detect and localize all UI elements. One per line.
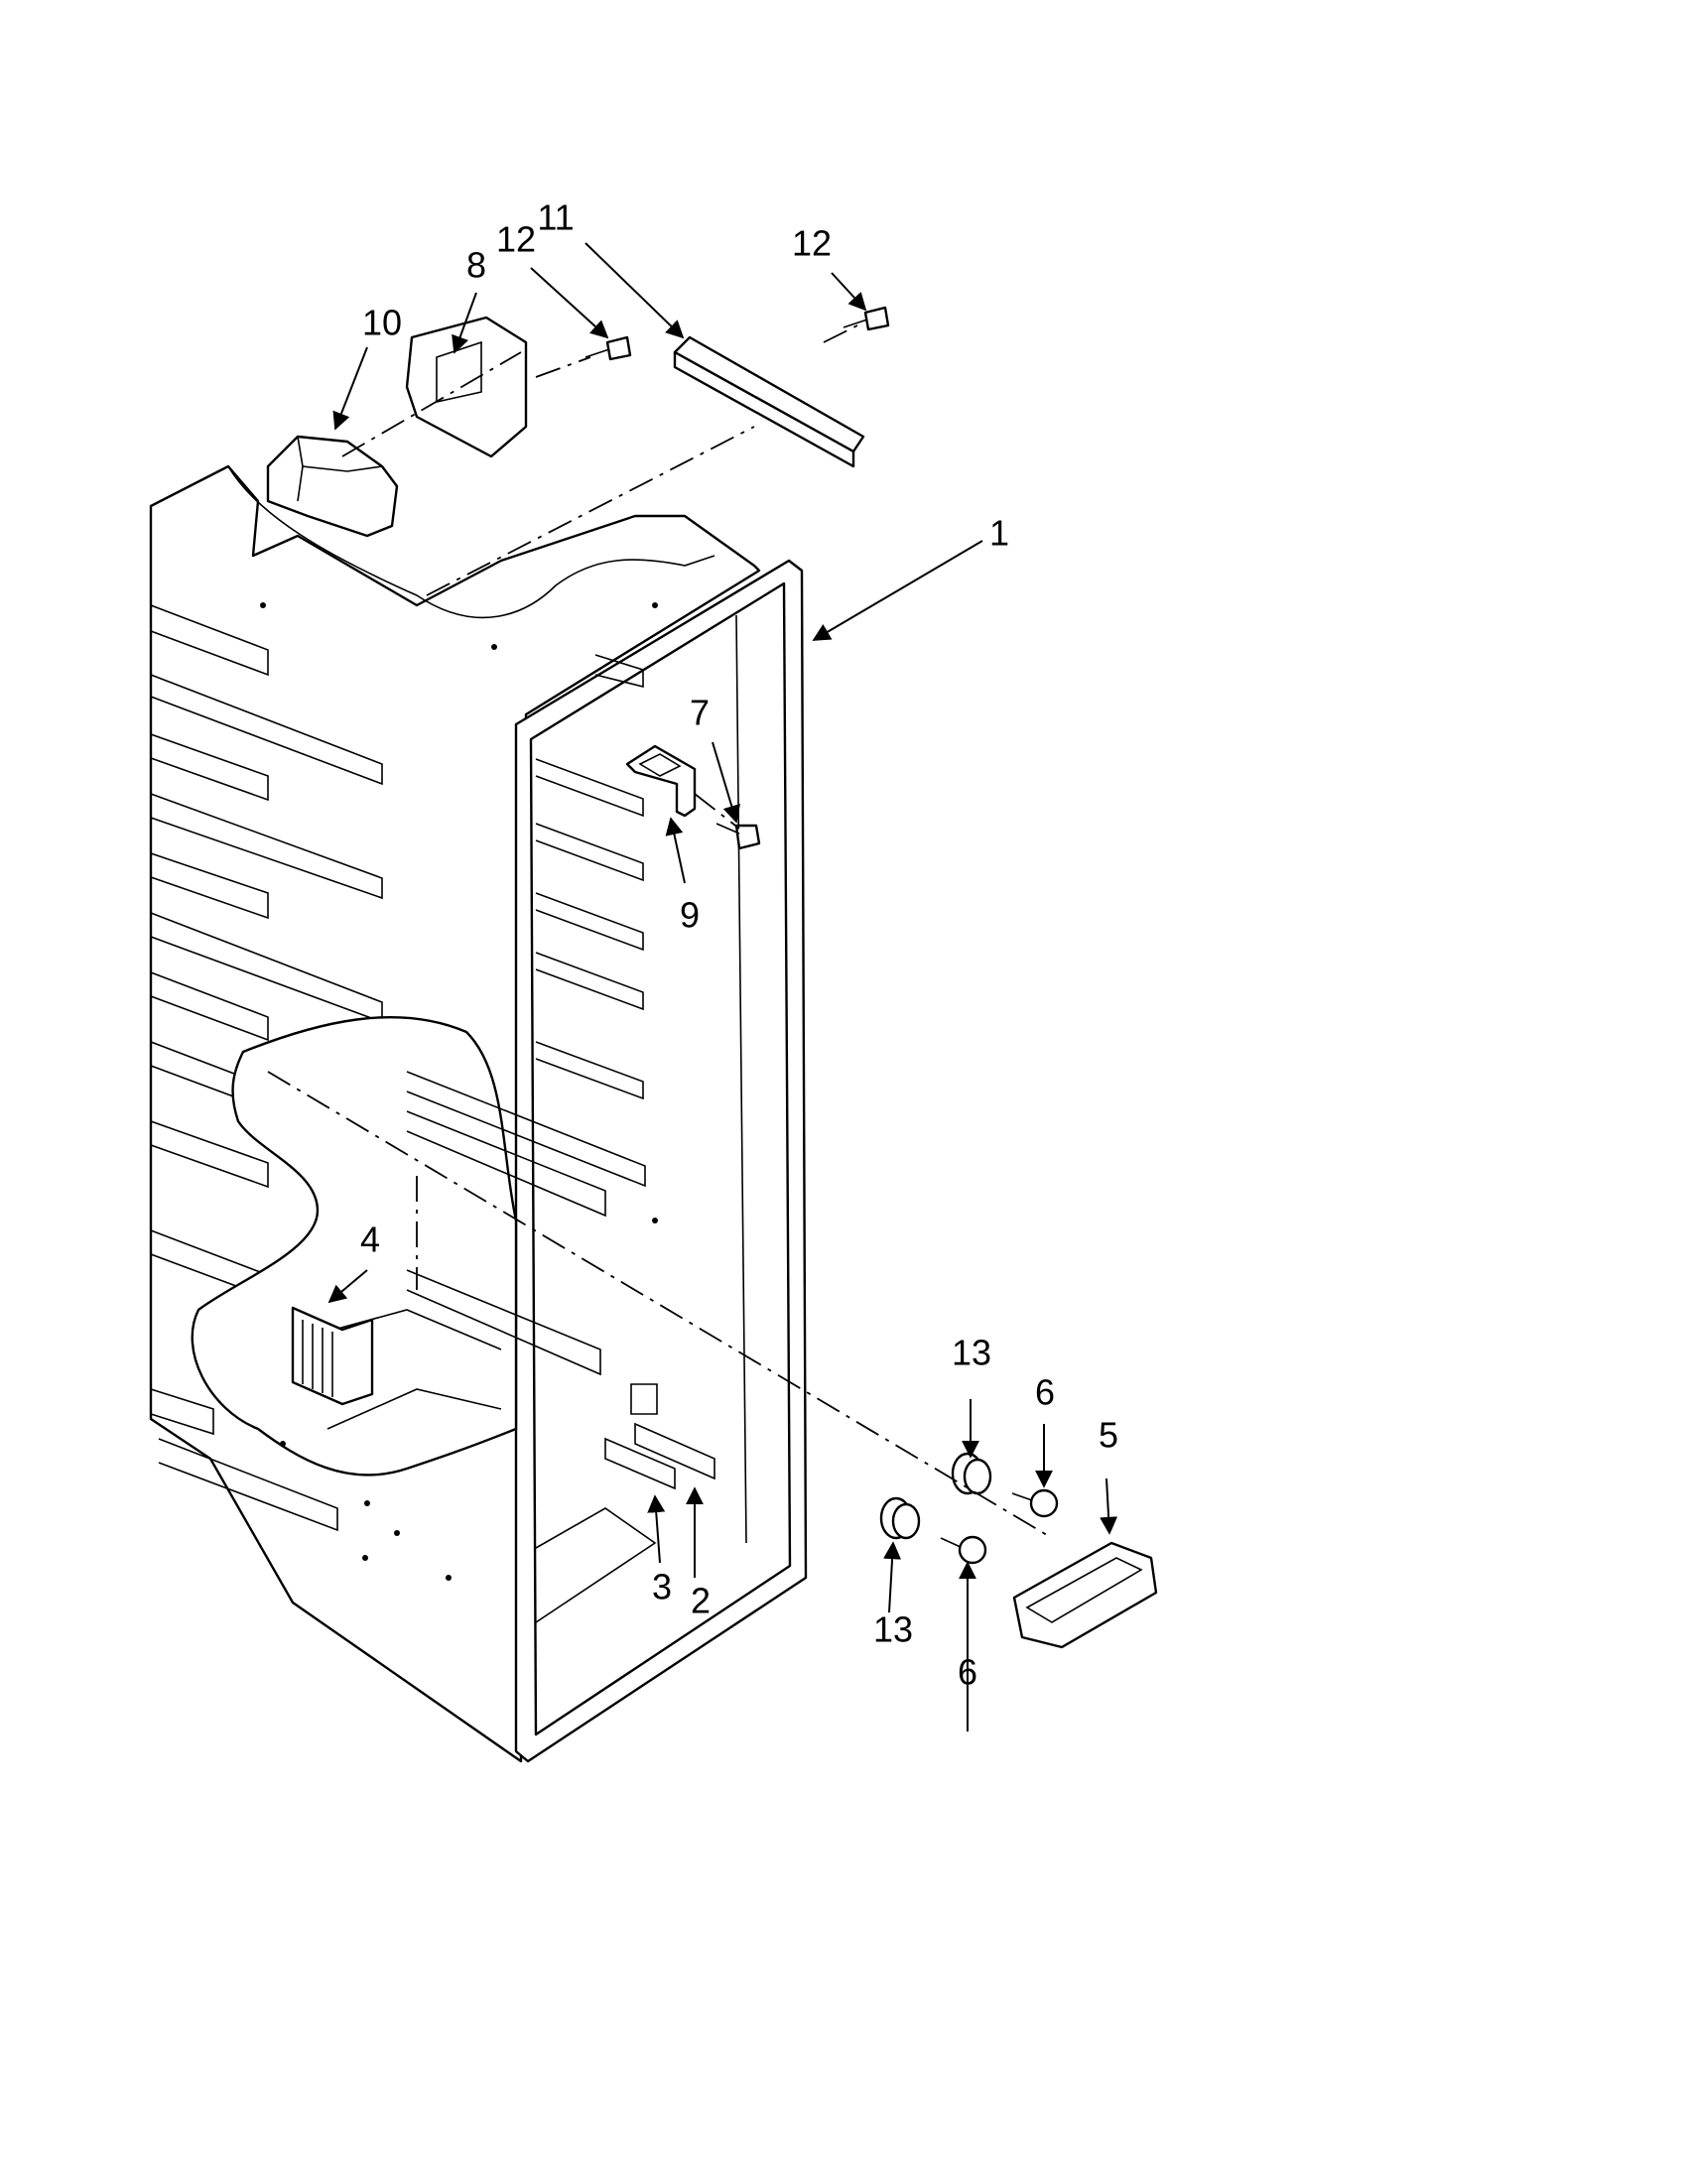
callout-7: 7 xyxy=(690,693,710,733)
screw-7 xyxy=(715,823,761,850)
part-10-housing xyxy=(266,435,399,538)
callout-12-right: 12 xyxy=(792,223,832,264)
callout-13-lower: 13 xyxy=(873,1609,913,1650)
callout-9: 9 xyxy=(680,895,700,936)
part-13-upper xyxy=(951,1452,992,1495)
refrigerator-liner xyxy=(149,464,808,1763)
callout-11: 11 xyxy=(537,197,574,238)
part-8-bracket xyxy=(405,316,528,458)
callout-12-left: 12 xyxy=(496,219,536,260)
part-6-lower xyxy=(940,1535,987,1565)
callout-3: 3 xyxy=(652,1567,672,1607)
callout-10: 10 xyxy=(362,303,402,343)
callout-4: 4 xyxy=(360,1220,380,1260)
part-4-grille xyxy=(291,1306,374,1406)
callout-5: 5 xyxy=(1099,1415,1118,1456)
callout-1: 1 xyxy=(989,513,1009,554)
screw-12b xyxy=(843,306,890,331)
callout-labels: 1 2 3 4 5 6 6 7 8 9 10 11 12 12 13 13 xyxy=(360,197,1118,1693)
callout-6-upper: 6 xyxy=(1035,1372,1055,1413)
callout-2: 2 xyxy=(691,1581,711,1621)
callout-13-upper: 13 xyxy=(952,1333,991,1373)
part-11-rail xyxy=(673,335,865,468)
part-13-lower xyxy=(879,1496,921,1540)
part-5-cover xyxy=(1012,1541,1158,1649)
leader-arrows xyxy=(327,242,1118,1732)
part-9-bracket xyxy=(625,744,697,818)
screw-12a xyxy=(584,335,632,361)
callout-6-lower: 6 xyxy=(958,1652,977,1693)
callout-8: 8 xyxy=(466,245,486,286)
part-6-upper xyxy=(1011,1488,1059,1518)
